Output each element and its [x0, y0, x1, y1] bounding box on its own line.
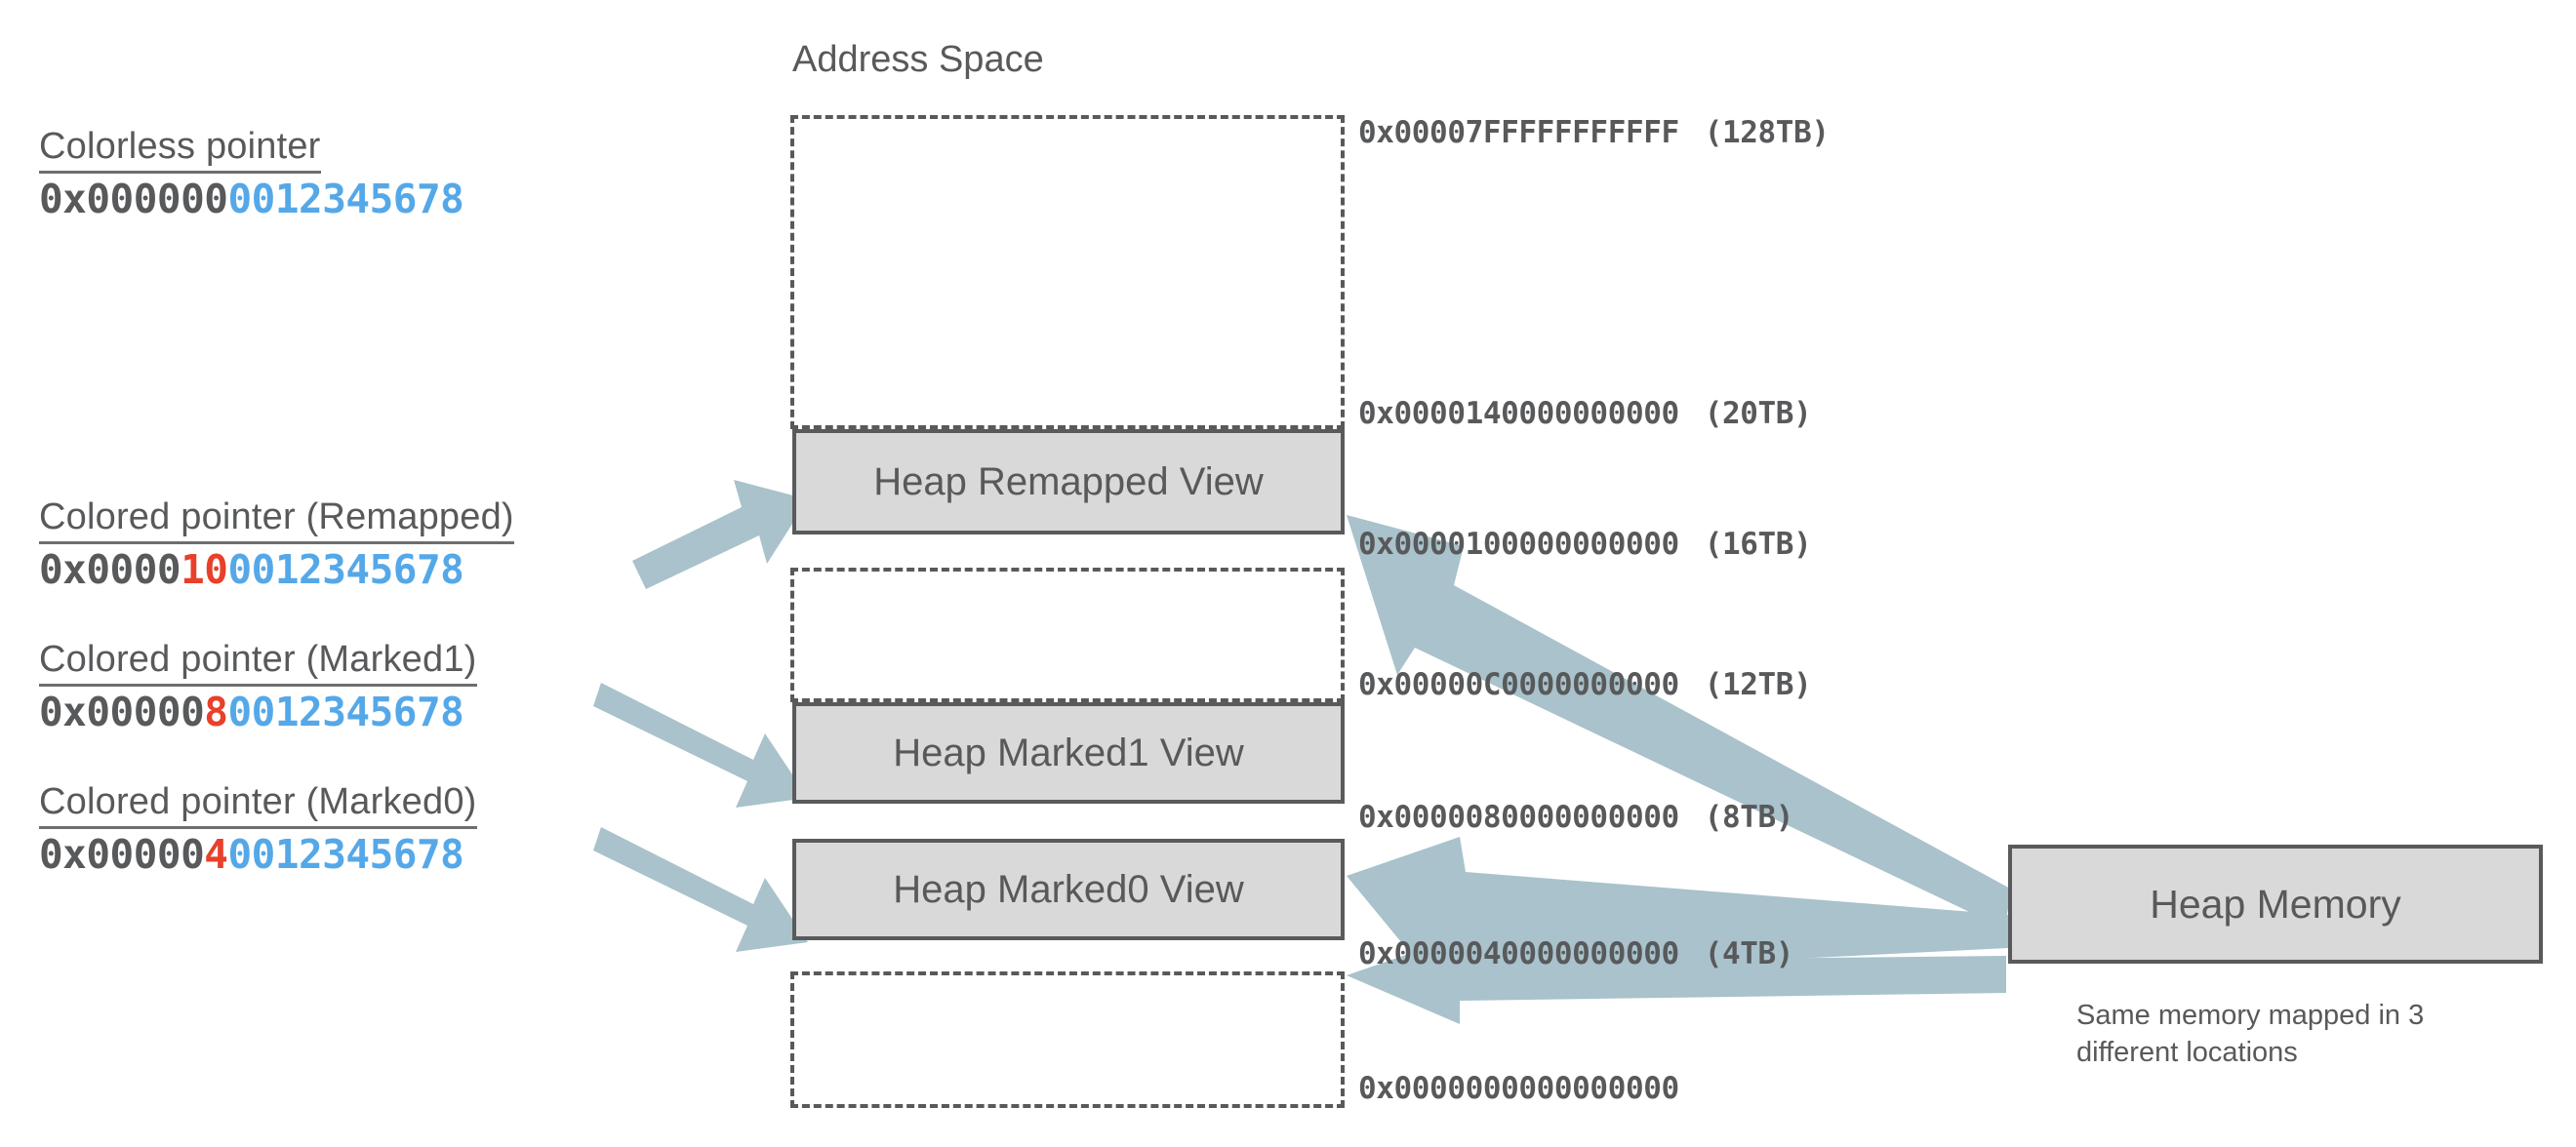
address-value: 0x00007FFFFFFFFFFF	[1358, 115, 1679, 150]
hex-prefix: 0x00000	[39, 688, 205, 735]
heap-marked1-view-label: Heap Marked1 View	[893, 731, 1244, 774]
address-label-12tb: 0x00000C0000000000 (12TB)	[1358, 667, 1812, 702]
address-value: 0x0000040000000000	[1358, 936, 1679, 971]
arrow-remapped-pointer-to-view	[632, 480, 808, 589]
pointer-marked0-hex: 0x0000040012345678	[39, 830, 477, 878]
hex-color-bits: 8	[204, 688, 228, 735]
address-value: 0x0000100000000000	[1358, 527, 1679, 562]
hex-offset: 0012345678	[227, 175, 464, 222]
dashed-region-middle	[790, 568, 1345, 702]
pointer-marked0-title: Colored pointer (Marked0)	[39, 780, 477, 829]
address-label-zero: 0x0000000000000000	[1358, 1071, 1705, 1106]
hex-offset: 0012345678	[227, 830, 464, 878]
address-value: 0x0000140000000000	[1358, 396, 1679, 431]
pointer-remapped: Colored pointer (Remapped) 0x00001000123…	[39, 495, 514, 593]
pointer-colorless-title: Colorless pointer	[39, 125, 321, 174]
heap-marked1-view-box[interactable]: Heap Marked1 View	[792, 702, 1345, 804]
arrow-marked0-pointer-to-view	[593, 827, 808, 952]
pointer-marked1: Colored pointer (Marked1) 0x000008001234…	[39, 638, 477, 735]
address-label-4tb: 0x0000040000000000 (4TB)	[1358, 936, 1793, 971]
arrow-marked1-pointer-to-view	[593, 683, 808, 808]
address-space-title: Address Space	[792, 39, 1044, 80]
address-size: (128TB)	[1704, 115, 1830, 150]
address-size: (16TB)	[1704, 527, 1812, 562]
hex-offset: 0012345678	[227, 545, 464, 593]
heap-marked0-view-label: Heap Marked0 View	[893, 867, 1244, 911]
address-label-16tb: 0x0000100000000000 (16TB)	[1358, 527, 1812, 562]
hex-color-bits: 4	[204, 830, 228, 878]
dashed-region-top	[790, 115, 1345, 429]
hex-prefix: 0x000000	[39, 175, 228, 222]
heap-remapped-view-box[interactable]: Heap Remapped View	[792, 429, 1345, 534]
hex-color-bits: 10	[181, 545, 228, 593]
address-value: 0x0000000000000000	[1358, 1071, 1679, 1106]
pointer-marked1-title: Colored pointer (Marked1)	[39, 638, 477, 687]
pointer-remapped-hex: 0x0000100012345678	[39, 545, 514, 593]
address-value: 0x0000080000000000	[1358, 800, 1679, 835]
pointer-marked0: Colored pointer (Marked0) 0x000004001234…	[39, 780, 477, 878]
pointer-colorless-hex: 0x0000000012345678	[39, 175, 464, 222]
hex-prefix: 0x0000	[39, 545, 181, 593]
arrow-heap-to-remapped-view	[1347, 515, 2012, 929]
address-label-128tb: 0x00007FFFFFFFFFFF (128TB)	[1358, 115, 1830, 150]
address-label-8tb: 0x0000080000000000 (8TB)	[1358, 800, 1793, 835]
pointer-marked1-hex: 0x0000080012345678	[39, 688, 477, 735]
heap-memory-label: Heap Memory	[2150, 881, 2401, 927]
address-size: (8TB)	[1704, 800, 1794, 835]
heap-remapped-view-label: Heap Remapped View	[873, 459, 1264, 503]
hex-offset: 0012345678	[227, 688, 464, 735]
heap-marked0-view-box[interactable]: Heap Marked0 View	[792, 839, 1345, 940]
address-size: (20TB)	[1704, 396, 1812, 431]
pointer-colorless: Colorless pointer 0x0000000012345678	[39, 125, 464, 222]
pointer-remapped-title: Colored pointer (Remapped)	[39, 495, 514, 544]
address-size: (4TB)	[1704, 936, 1794, 971]
address-size: (12TB)	[1704, 667, 1812, 702]
dashed-region-bottom	[790, 971, 1345, 1108]
address-value: 0x00000C0000000000	[1358, 667, 1679, 702]
heap-memory-box[interactable]: Heap Memory	[2008, 845, 2543, 964]
arrow-heap-to-marked1-view	[1347, 837, 2010, 1009]
address-label-20tb: 0x0000140000000000 (20TB)	[1358, 396, 1812, 431]
heap-memory-caption: Same memory mapped in 3 different locati…	[2076, 1000, 2425, 1069]
hex-prefix: 0x00000	[39, 830, 205, 878]
